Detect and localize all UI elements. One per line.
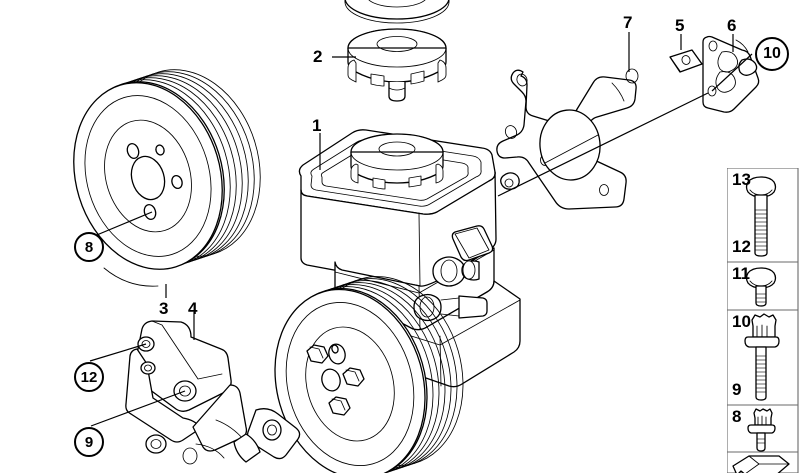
legend-number-8: 8 <box>732 407 742 426</box>
pump-mounting-bracket <box>125 320 301 465</box>
legend-panel <box>727 168 799 473</box>
legend-number-10: 10 <box>732 312 751 331</box>
callout-label-7: 7 <box>623 13 633 32</box>
legend-icon-hex-bolt-long <box>745 176 777 257</box>
callout-bubble-12: 12 <box>74 362 104 392</box>
callout-label-1: 1 <box>312 116 322 135</box>
callout-bubble-8: 8 <box>74 232 104 262</box>
callout-label-4: 4 <box>188 299 198 318</box>
callout-label-3: 3 <box>159 299 169 318</box>
legend-icon-torx-flange-bolt-short <box>747 408 776 452</box>
callout-bubble-9: 9 <box>74 427 104 457</box>
reservoir-gasket <box>344 0 450 24</box>
callout-label-6: 6 <box>727 16 737 35</box>
legend-number-13: 13 <box>732 170 751 189</box>
support-arm-bracket <box>496 68 639 210</box>
legend-icon-retaining-clip <box>732 455 790 473</box>
leader-lines <box>89 32 753 427</box>
callout-label-5: 5 <box>675 16 685 35</box>
callout-label-2: 2 <box>313 47 323 66</box>
legend-number-12: 12 <box>732 237 751 256</box>
legend-number-9: 9 <box>732 380 742 399</box>
reservoir-cap <box>347 28 447 102</box>
legend-icon-torx-flange-bolt-long <box>744 313 780 401</box>
spacer-plate <box>669 49 703 73</box>
legend-number-11: 11 <box>732 264 750 283</box>
serpentine-belt-pulley-installed <box>274 276 464 473</box>
legend-icon-hex-bolt-short <box>745 267 777 307</box>
pump-housing-reservoir <box>298 129 521 388</box>
callout-bubble-10: 10 <box>755 37 789 71</box>
serpentine-belt-pulley <box>73 69 261 287</box>
